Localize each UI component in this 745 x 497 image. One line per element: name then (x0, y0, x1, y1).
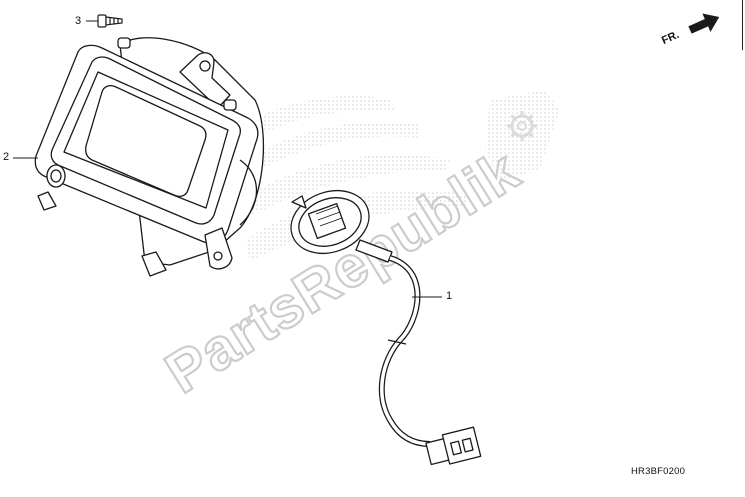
mounting-tab-bottom (204, 227, 233, 270)
meter-assembly (34, 37, 264, 277)
screw (97, 14, 123, 28)
diagram-code: HR3BF0200 (631, 466, 686, 477)
wire-harness (290, 190, 482, 466)
plug-connector (425, 426, 482, 466)
arrow-right-icon (688, 13, 720, 34)
callout-part-1: 1 (446, 290, 453, 302)
callout-part-2: 2 (3, 151, 10, 163)
meter-display (85, 85, 207, 197)
frame-edge (742, 0, 743, 50)
callout-part-3: 3 (75, 15, 82, 27)
leader-lines (13, 20, 442, 298)
mounting-tab-top (179, 52, 231, 109)
gear-icon (507, 111, 537, 141)
